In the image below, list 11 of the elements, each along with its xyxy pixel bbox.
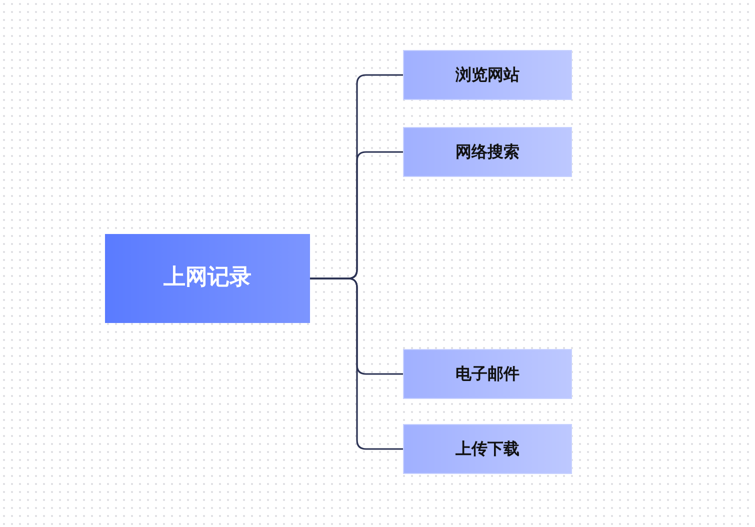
subtopic-box — [403, 349, 572, 399]
central-topic-box — [105, 234, 310, 323]
topic-label: 上传下载 — [456, 439, 520, 459]
subtopic-box — [403, 424, 572, 474]
topic-label: 浏览网站 — [456, 65, 520, 85]
connector-line — [310, 278, 403, 450]
topic-label: 上网记录 — [164, 265, 252, 292]
subtopic-box — [403, 50, 572, 100]
topic-label: 网络搜索 — [456, 142, 520, 162]
subtopic-box — [403, 127, 572, 177]
topic-label: 电子邮件 — [456, 364, 520, 384]
